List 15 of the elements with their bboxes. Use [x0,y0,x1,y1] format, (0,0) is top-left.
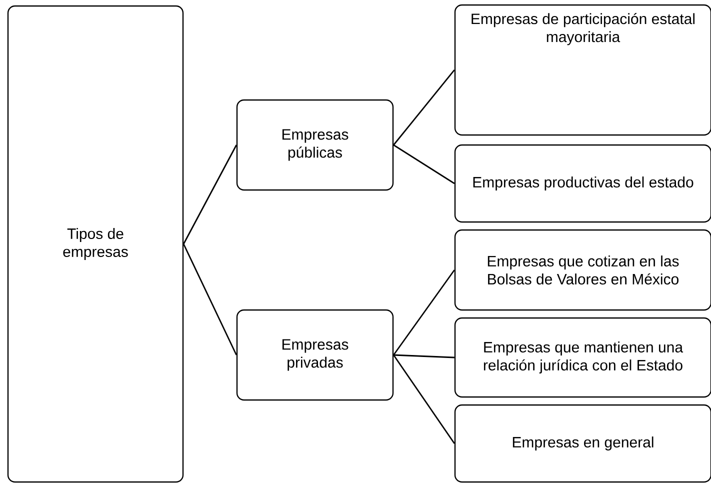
box: Empresas públicas [236,99,394,191]
box: Empresas que mantienen una relación jurídica con el Estado [454,317,711,398]
box: Tipos de empresas [7,5,184,483]
connector-line [393,70,455,146]
connector-line [393,144,455,184]
connector-line [182,244,238,356]
box: Empresas productivas del estado [454,144,711,223]
connector-line [394,354,454,358]
box: Empresas privadas [236,309,394,401]
box: Empresas de participación estatal mayoritaria [454,4,711,136]
box: Empresas que cotizan en las Bolsas de Valores en México [454,229,711,311]
connector-line [182,144,238,244]
box: Empresas en general [454,404,711,483]
connector-line [393,354,455,444]
connector-line [393,270,455,356]
